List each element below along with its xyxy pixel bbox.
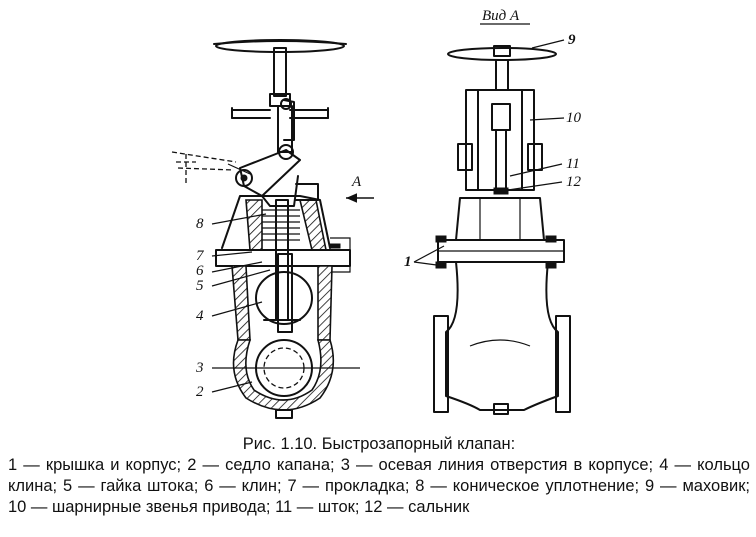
left-bonnet	[221, 183, 331, 321]
label-2: 2	[196, 384, 204, 400]
left-flange	[215, 237, 351, 273]
label-10: 10	[566, 110, 582, 126]
view-arrow: А	[346, 174, 374, 203]
left-handwheel	[213, 39, 347, 119]
label-3: 3	[195, 360, 204, 376]
left-stem-linkage	[227, 47, 301, 207]
right-linkage	[457, 89, 543, 195]
left-section-view: А 8 7 6 5 4 3 2	[171, 39, 374, 419]
left-body	[231, 253, 335, 419]
label-6: 6	[196, 263, 204, 279]
label-11: 11	[566, 156, 580, 172]
label-7: 7	[196, 248, 205, 264]
label-8: 8	[196, 216, 204, 232]
valve-drawing: А 8 7 6 5 4 3 2 Вид А	[171, 8, 582, 419]
figure-caption: Рис. 1.10. Быстрозапорный клапан: 1 — кр…	[8, 434, 750, 518]
label-12: 12	[566, 174, 582, 190]
left-leaders	[211, 213, 271, 393]
label-9: 9	[568, 32, 576, 48]
right-exterior-view: Вид А	[404, 8, 582, 415]
right-handwheel	[447, 45, 557, 91]
right-bonnet	[455, 197, 545, 241]
arrow-label: А	[351, 174, 362, 190]
right-leaders	[413, 39, 565, 267]
label-1: 1	[404, 254, 412, 270]
lever-alternate-position	[171, 151, 237, 184]
right-body	[433, 261, 571, 415]
label-5: 5	[196, 278, 204, 294]
caption-legend: 1 — крышка и корпус; 2 — седло капана; 3…	[8, 456, 750, 516]
view-title: Вид А	[482, 8, 520, 24]
caption-title: Рис. 1.10. Быстрозапорный клапан:	[242, 435, 516, 453]
label-4: 4	[196, 308, 204, 324]
valve-drawing-svg: А 8 7 6 5 4 3 2 Вид А	[171, 8, 582, 419]
